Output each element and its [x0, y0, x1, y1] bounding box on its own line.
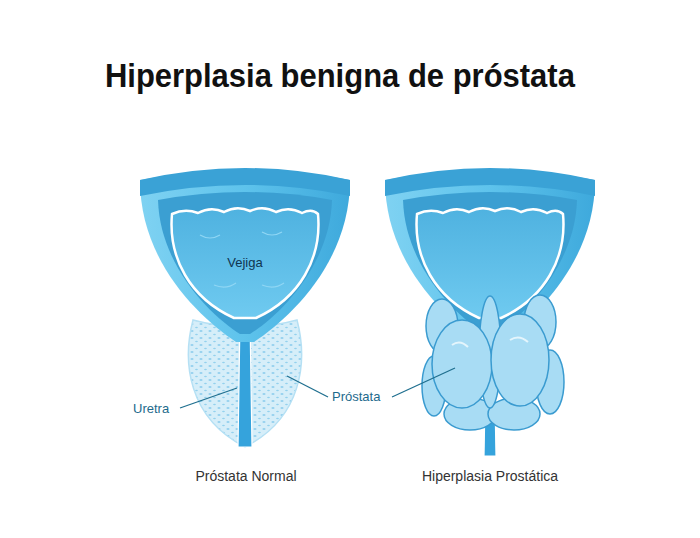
part-label: Uretra [133, 401, 169, 417]
leader-line [287, 376, 328, 397]
title: Hiperplasia benigna de próstata [105, 55, 575, 96]
figure-caption: Próstata Normal [195, 468, 296, 485]
bladder-cavity [172, 208, 319, 318]
prostate-lobes [422, 295, 564, 430]
bladder-outer [140, 170, 350, 342]
bladder-rim [140, 168, 350, 196]
leader-lines [180, 368, 455, 408]
organ-label: Vejiga [227, 255, 262, 271]
figure-caption: Hiperplasia Prostática [422, 468, 558, 485]
bladder-folds [200, 232, 284, 287]
bladder-wall [158, 192, 332, 334]
part-label: Próstata [332, 389, 380, 405]
lobe-highlight [452, 337, 528, 347]
bladder-rim [385, 168, 595, 196]
leader-line [180, 388, 237, 408]
bph-figure [385, 168, 595, 456]
leader-line [392, 368, 455, 397]
normal-figure [140, 168, 350, 447]
